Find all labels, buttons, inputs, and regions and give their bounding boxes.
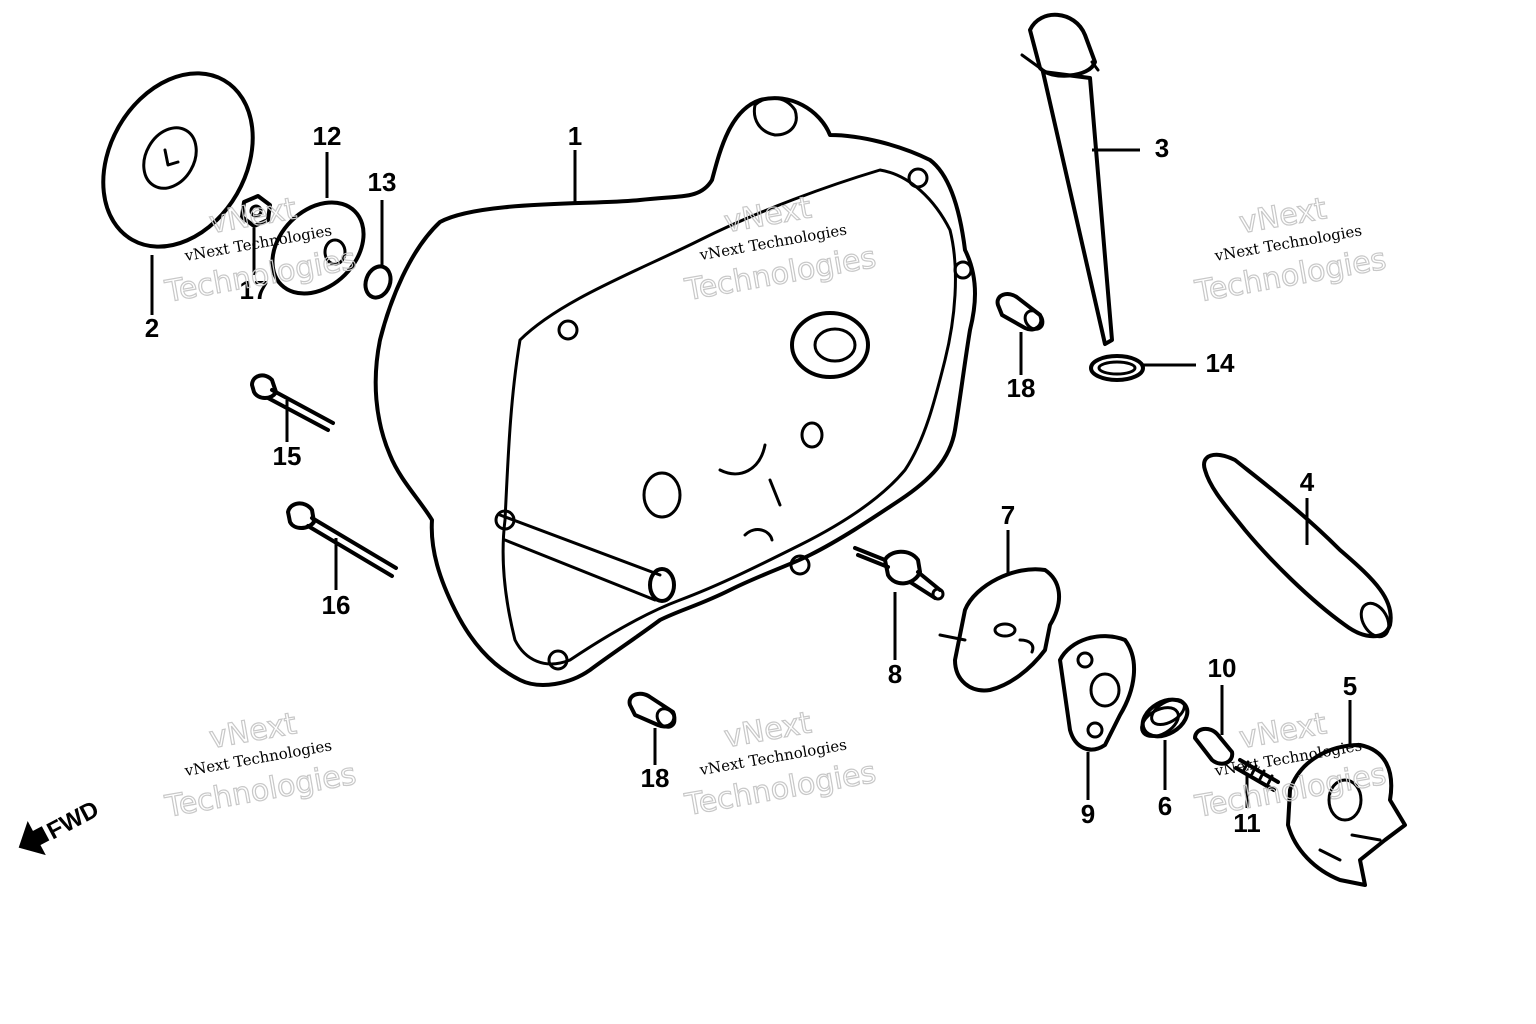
- callout-9: 9: [1081, 799, 1095, 829]
- fwd-label: FWD: [43, 796, 104, 845]
- part-16-long-bolt[interactable]: [286, 501, 398, 578]
- part-18-dowel-upper[interactable]: [995, 292, 1047, 333]
- part-1-crankcase-cover[interactable]: [373, 96, 977, 687]
- part-13-o-ring[interactable]: [361, 263, 394, 301]
- part-7-plate[interactable]: [938, 567, 1062, 693]
- part-8-pin[interactable]: [853, 546, 945, 601]
- callout-18-upper: 18: [1007, 373, 1036, 403]
- callout-6: 6: [1158, 791, 1172, 821]
- callout-1: 1: [568, 121, 582, 151]
- part-18-dowel-lower[interactable]: [627, 691, 679, 731]
- part-9-gasket[interactable]: [1058, 634, 1137, 752]
- watermark-4: vNext vNext Technologies Technologies: [161, 706, 359, 826]
- part-4-kick-lever[interactable]: [1202, 452, 1394, 642]
- callout-16: 16: [322, 590, 351, 620]
- callout-10: 10: [1208, 653, 1237, 683]
- fwd-arrow-icon: [18, 820, 50, 856]
- part-11-screw[interactable]: [1234, 758, 1280, 792]
- callout-7: 7: [1001, 500, 1015, 530]
- callout-5: 5: [1343, 671, 1357, 701]
- callout-2: 2: [145, 313, 159, 343]
- part-3-dipstick[interactable]: [1020, 12, 1114, 346]
- callout-4: 4: [1300, 467, 1315, 497]
- part-5-pump-housing[interactable]: [1286, 743, 1407, 887]
- callout-11: 11: [1233, 808, 1261, 838]
- part-6-spring[interactable]: [1136, 692, 1194, 744]
- watermark-3: vNext vNext Technologies Technologies: [1191, 191, 1389, 311]
- watermark-2: vNext vNext Technologies Technologies: [681, 190, 879, 309]
- part-17-nut[interactable]: [240, 194, 272, 228]
- part-12-small-cover[interactable]: [254, 184, 381, 311]
- part-15-bolt[interactable]: [250, 373, 335, 432]
- callout-18-lower: 18: [641, 763, 670, 793]
- watermark-5: vNext vNext Technologies Technologies: [681, 705, 879, 824]
- part-14-washer[interactable]: [1089, 354, 1145, 382]
- part-2-cap[interactable]: [73, 46, 283, 273]
- callout-15: 15: [273, 441, 302, 471]
- callout-13: 13: [368, 167, 397, 197]
- fwd-direction-indicator: FWD: [18, 796, 104, 856]
- callout-8: 8: [888, 659, 902, 689]
- callout-17: 17: [240, 275, 269, 305]
- part-10-dowel[interactable]: [1193, 726, 1235, 766]
- callout-3: 3: [1155, 133, 1169, 163]
- callout-12: 12: [313, 121, 342, 151]
- callout-14: 14: [1206, 348, 1235, 378]
